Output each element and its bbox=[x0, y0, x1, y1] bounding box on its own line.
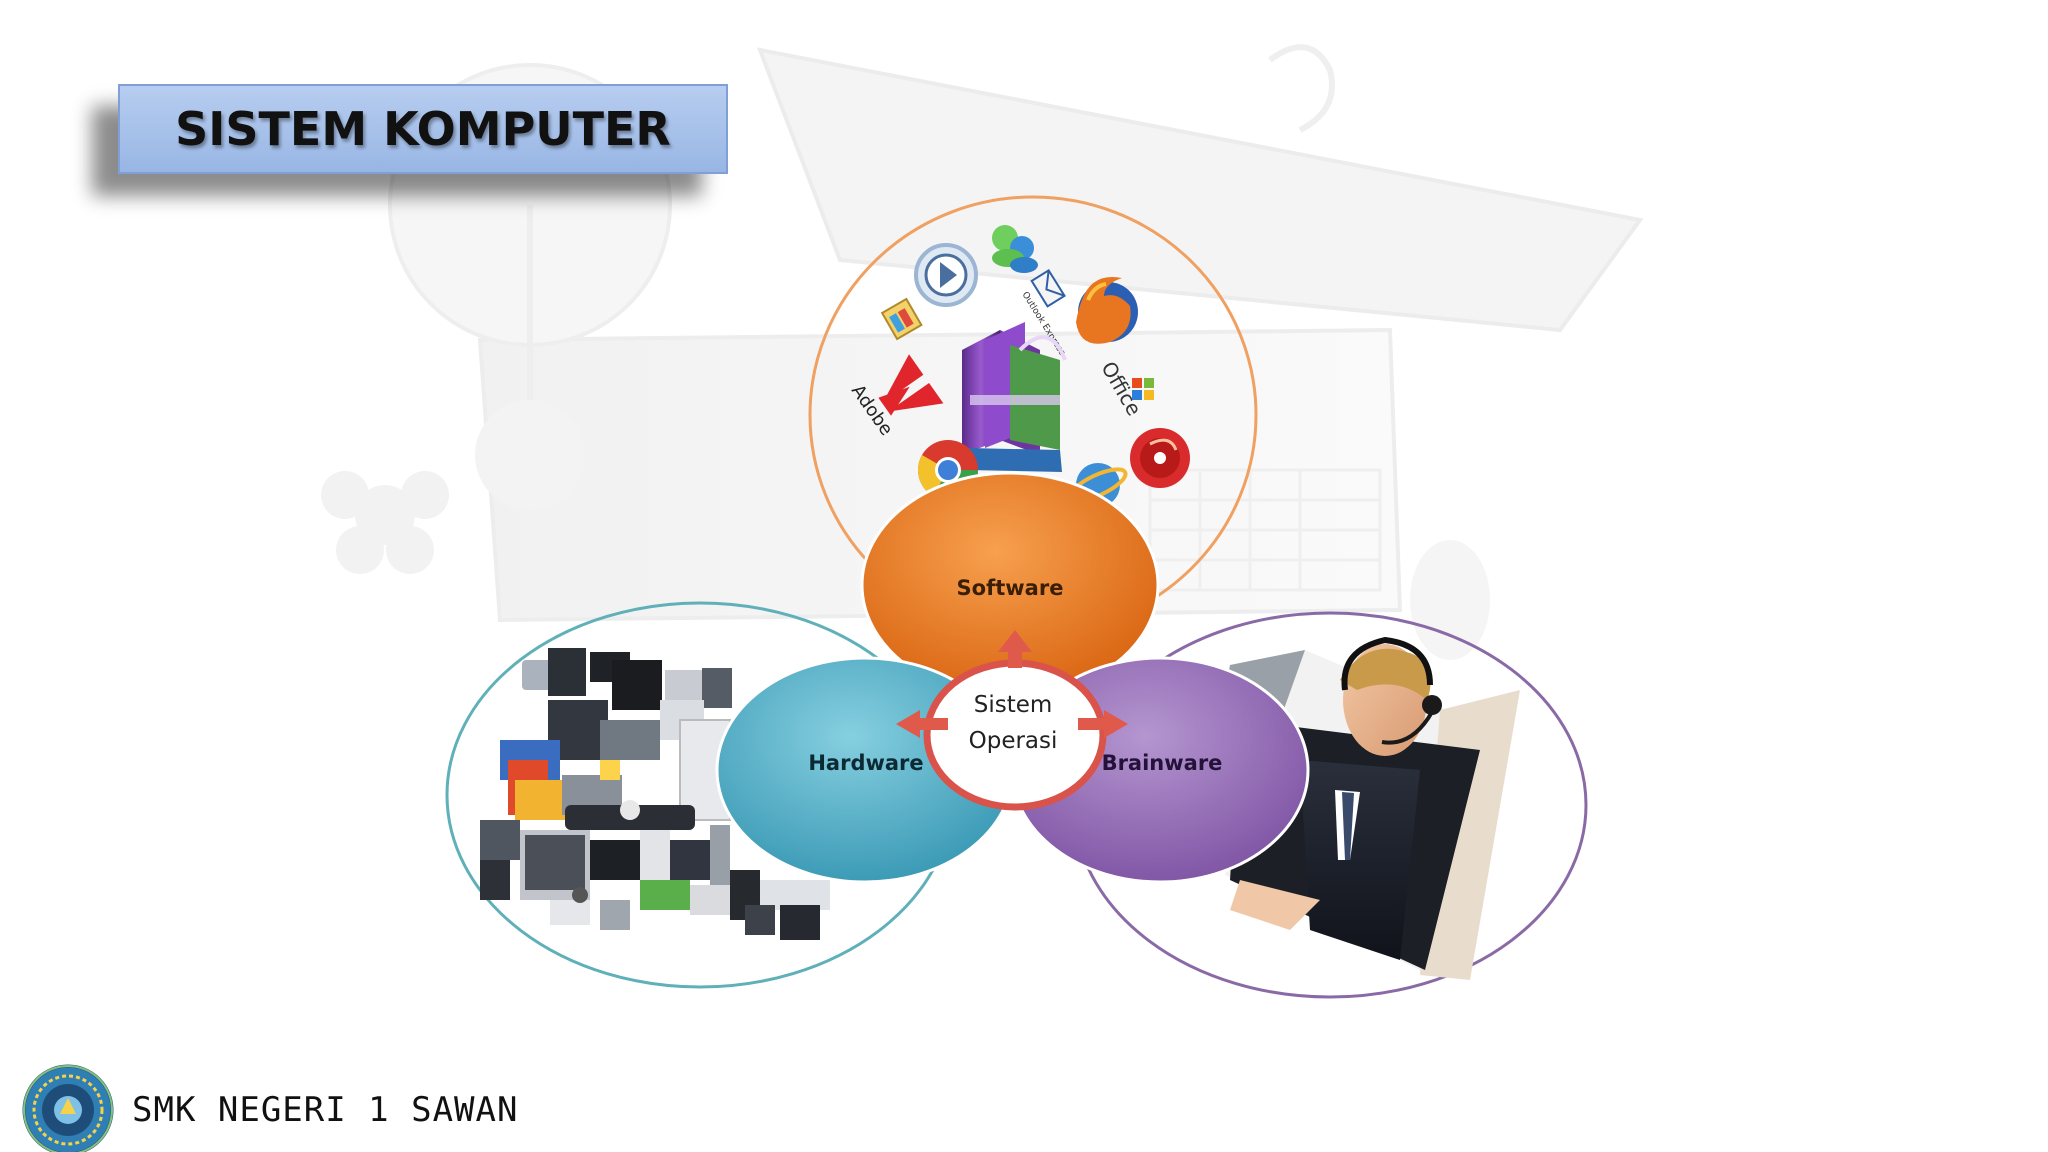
hardware-label: Hardware bbox=[808, 751, 923, 775]
cd-burner-icon bbox=[1130, 428, 1190, 488]
office-icon: Office bbox=[1096, 357, 1146, 420]
winrar-icon bbox=[962, 322, 1067, 472]
adobe-icon: Adobe bbox=[847, 354, 944, 440]
arrow-up-icon bbox=[998, 630, 1032, 668]
software-logos-cluster: Outlook Express Adobe bbox=[847, 225, 1190, 507]
paint-icon bbox=[880, 297, 923, 341]
software-label: Software bbox=[957, 576, 1064, 600]
title-box: SISTEM KOMPUTER bbox=[118, 84, 728, 174]
arrow-right-icon bbox=[1078, 710, 1128, 738]
office-logo-text: Office bbox=[1096, 357, 1146, 420]
footer: SMK NEGERI 1 SAWAN bbox=[20, 1060, 518, 1152]
hardware-collage bbox=[480, 648, 830, 940]
windows-media-player-icon bbox=[914, 243, 978, 307]
brainware-label: Brainware bbox=[1102, 751, 1223, 775]
msn-messenger-icon bbox=[992, 225, 1038, 273]
slide-title: SISTEM KOMPUTER bbox=[175, 102, 671, 156]
office-logo-squares bbox=[1132, 378, 1154, 400]
center-label-line2: Operasi bbox=[969, 728, 1058, 754]
firefox-icon bbox=[1076, 276, 1138, 344]
school-logo-icon bbox=[22, 1064, 114, 1152]
center-label-line1: Sistem bbox=[974, 692, 1053, 718]
arrow-left-icon bbox=[896, 710, 948, 738]
school-name: SMK NEGERI 1 SAWAN bbox=[132, 1090, 519, 1130]
